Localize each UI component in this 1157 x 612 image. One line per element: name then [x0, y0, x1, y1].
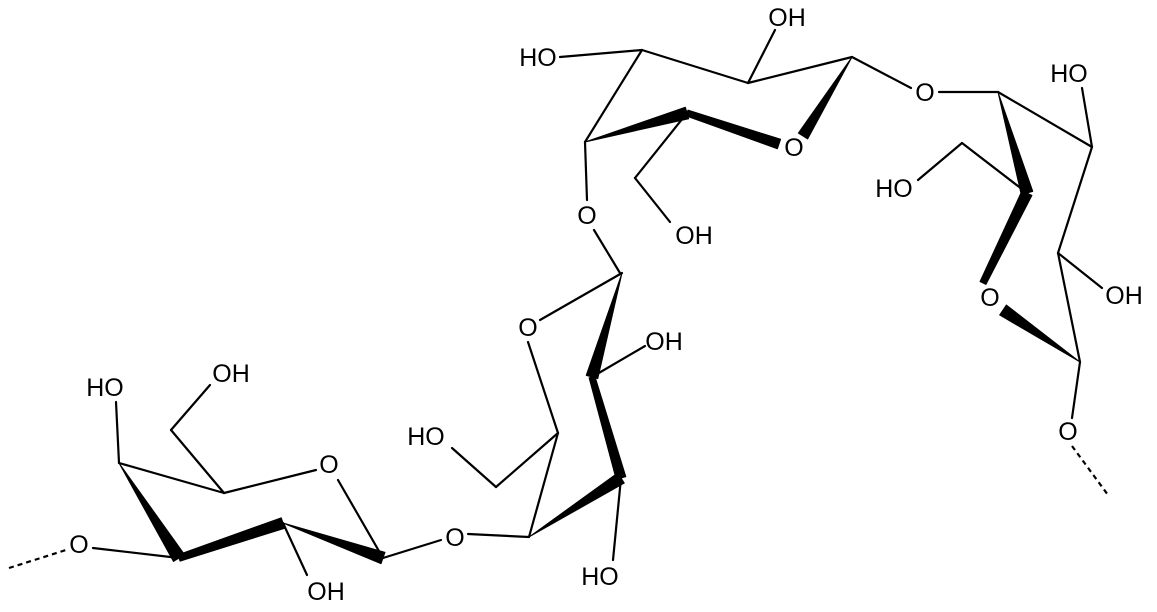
single-bond	[494, 431, 560, 489]
wedge-bond	[997, 91, 1034, 196]
wedge-bond	[797, 56, 853, 140]
single-bond	[746, 28, 777, 85]
bonds	[8, 28, 1109, 577]
single-bond	[450, 446, 498, 489]
single-bond	[916, 141, 964, 182]
single-bond	[114, 400, 121, 465]
bold-bond	[685, 109, 782, 150]
label-ho: HO	[581, 563, 619, 591]
label-ring-o: O	[784, 134, 803, 162]
single-bond	[281, 521, 309, 577]
bold-bond	[979, 190, 1033, 285]
single-bond	[633, 111, 689, 180]
single-bond	[1070, 360, 1082, 420]
single-bond	[527, 431, 560, 539]
label-oh: OH	[768, 4, 806, 32]
single-bond	[1080, 86, 1094, 149]
single-bond	[583, 140, 589, 202]
single-bond	[590, 344, 647, 379]
label-o: O	[1058, 418, 1077, 446]
single-bond	[611, 476, 623, 562]
label-ring-o: O	[980, 284, 999, 312]
single-bond	[633, 176, 672, 224]
atom-labels: OH HO O O O OH HO HO O OH O O OH HO O HO…	[69, 4, 1142, 606]
label-o: O	[577, 202, 596, 230]
single-bond	[169, 383, 212, 432]
single-bond	[1056, 251, 1082, 364]
label-oh: OH	[307, 578, 345, 606]
single-bond	[640, 48, 750, 85]
dashed-bond	[1071, 445, 1109, 496]
label-ring-o: O	[319, 451, 338, 479]
wedge-bond	[282, 522, 386, 565]
single-bond	[996, 90, 1094, 149]
label-ho: HO	[407, 423, 445, 451]
label-ho: HO	[519, 44, 557, 72]
label-ho: HO	[1050, 60, 1088, 88]
bold-bond	[588, 375, 627, 480]
single-bond	[746, 55, 854, 85]
label-ring-o: O	[518, 314, 537, 342]
single-bond	[117, 461, 226, 495]
single-bond	[336, 478, 385, 560]
label-ho: HO	[875, 175, 913, 203]
wedge-bond	[999, 304, 1081, 363]
bold-bond	[177, 517, 286, 562]
single-bond	[222, 468, 318, 495]
single-bond	[960, 141, 1029, 195]
single-bond	[538, 271, 624, 322]
label-o: O	[69, 531, 88, 559]
single-bond	[169, 428, 226, 495]
label-o: O	[445, 524, 464, 552]
single-bond	[381, 538, 443, 560]
single-bond	[466, 532, 531, 539]
single-bond	[583, 48, 644, 144]
single-bond	[1056, 251, 1104, 290]
label-o: O	[915, 79, 934, 107]
label-oh: OH	[212, 360, 250, 388]
label-oh: OH	[1105, 282, 1143, 310]
label-ho: HO	[86, 374, 124, 402]
single-bond	[1056, 145, 1094, 255]
single-bond	[91, 546, 181, 560]
single-bond	[592, 228, 622, 275]
single-bond	[526, 340, 560, 435]
label-oh: OH	[645, 328, 683, 356]
single-bond	[558, 48, 644, 59]
label-oh: OH	[675, 222, 713, 250]
dashed-bond	[8, 548, 67, 570]
single-bond	[850, 55, 913, 90]
wedge-bond	[584, 106, 690, 143]
